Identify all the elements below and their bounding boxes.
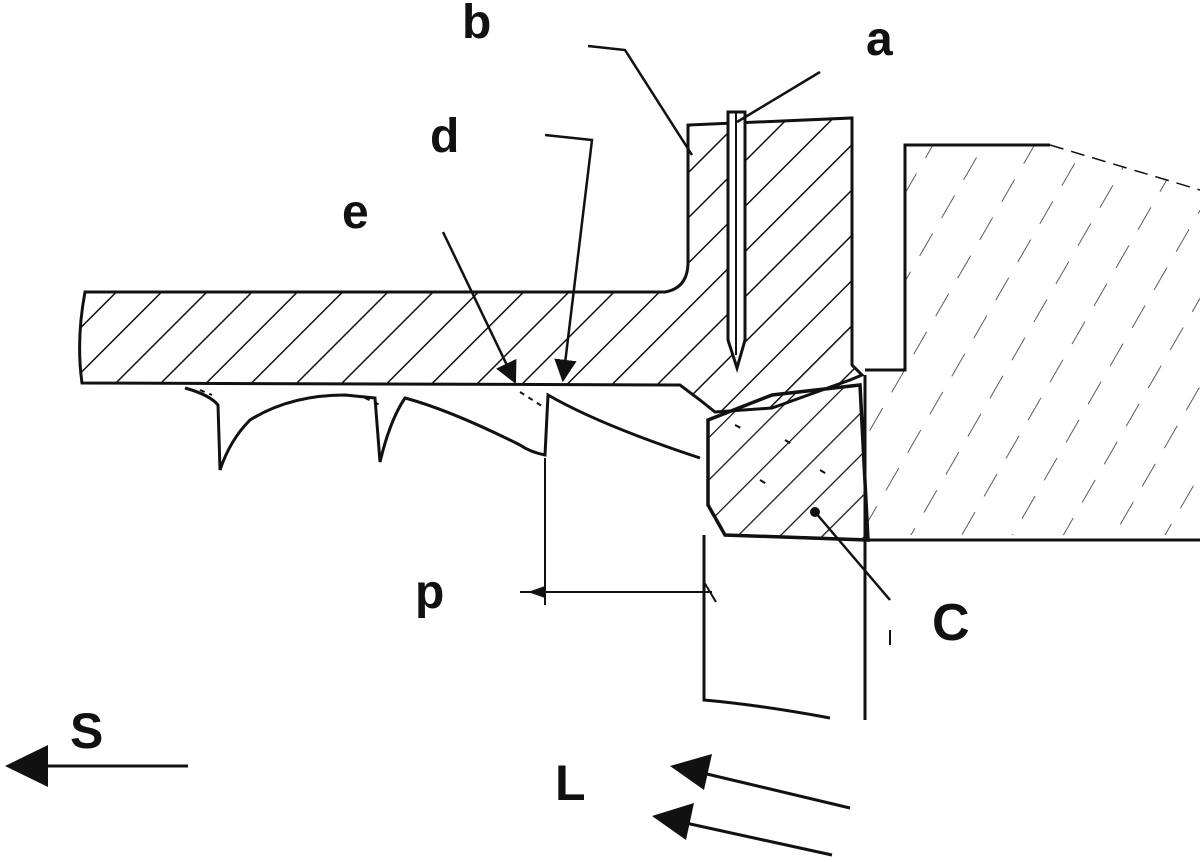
underside-profile [184,386,701,471]
leader-d [544,133,594,383]
leader-c [814,511,891,601]
label-p: p [415,566,444,619]
label-b: b [462,0,491,49]
label-c: C [932,594,970,652]
dimension-p [520,458,717,605]
label-s: S [70,703,103,759]
leader-lines [441,44,891,601]
label-l: L [555,755,586,811]
base-block [865,143,1200,542]
leader-a [736,70,821,124]
label-a: a [866,13,893,66]
pin-slot [726,110,747,374]
arrow-s [5,745,188,787]
leader-b [587,44,694,156]
label-e: e [342,186,369,239]
gap-walls [702,375,891,720]
component-c [706,383,870,542]
leader-e [441,231,517,385]
label-d: d [430,110,459,163]
arrows-l [652,754,851,857]
